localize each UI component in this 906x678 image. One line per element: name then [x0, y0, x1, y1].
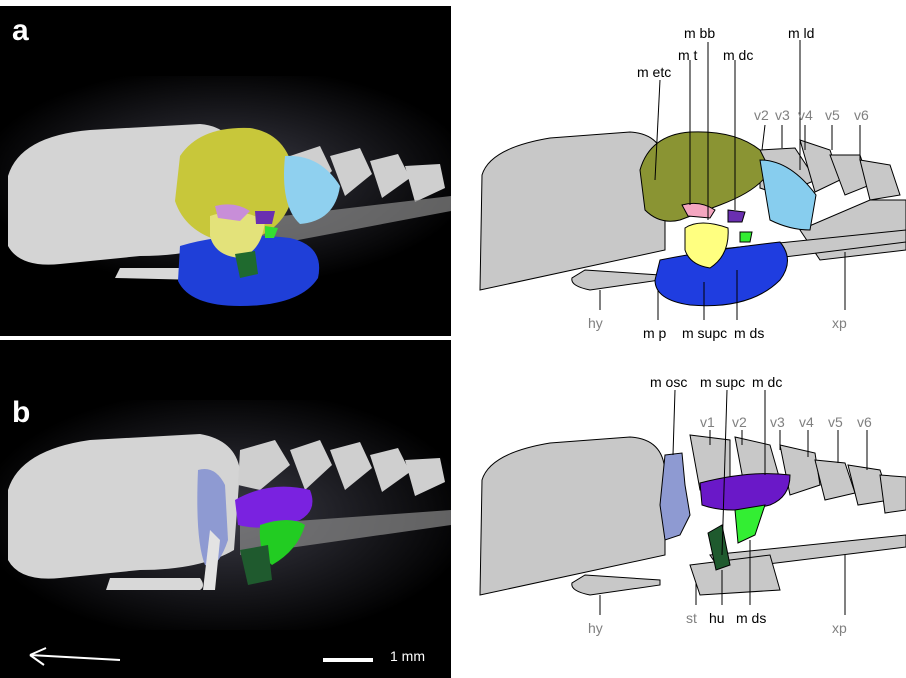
- label-v3-b: v3: [770, 414, 785, 430]
- label-m-supc-b: m supc: [700, 374, 745, 390]
- label-m-dc: m dc: [723, 47, 753, 63]
- label-m-osc: m osc: [650, 374, 687, 390]
- label-m-bb: m bb: [684, 25, 715, 41]
- label-v5-b: v5: [828, 414, 843, 430]
- panel-letter-a: a: [12, 14, 29, 48]
- label-v6-b: v6: [857, 414, 872, 430]
- label-v4-a: v4: [798, 107, 813, 123]
- label-m-p: m p: [643, 325, 667, 341]
- label-hy-b: hy: [588, 620, 603, 636]
- ct-render-panel-b: b 1 mm: [0, 340, 451, 678]
- label-v2-a: v2: [754, 107, 769, 123]
- label-hy-a: hy: [588, 315, 603, 331]
- scale-bar-label: 1 mm: [390, 648, 425, 664]
- label-st: st: [686, 610, 697, 626]
- label-m-t: m t: [678, 47, 698, 63]
- diagram-panel-a: m etc m t m bb m dc m ld v2 v3 v4 v5 v6 …: [460, 20, 906, 350]
- panel-letter-b: b: [12, 396, 30, 430]
- label-xp-b: xp: [832, 620, 847, 636]
- label-m-ds-b: m ds: [736, 610, 766, 626]
- label-v4-b: v4: [799, 414, 814, 430]
- label-v3-a: v3: [775, 107, 790, 123]
- ct-render-a-graphic: [0, 6, 451, 336]
- label-m-dc-b: m dc: [752, 374, 782, 390]
- label-m-ds-a: m ds: [734, 325, 764, 341]
- label-v2-b: v2: [732, 414, 747, 430]
- ct-render-panel-a: a: [0, 6, 451, 336]
- label-m-ld: m ld: [788, 25, 814, 41]
- diagram-b-graphic: m osc m supc m dc v1 v2 v3 v4 v5 v6 hy s…: [460, 365, 906, 665]
- scale-bar: [323, 658, 373, 662]
- left-arrow-icon: [20, 640, 130, 670]
- diagram-panel-b: m osc m supc m dc v1 v2 v3 v4 v5 v6 hy s…: [460, 365, 906, 665]
- label-m-supc-a: m supc: [682, 325, 727, 341]
- diagram-a-graphic: m etc m t m bb m dc m ld v2 v3 v4 v5 v6 …: [460, 20, 906, 350]
- label-v1-b: v1: [700, 414, 715, 430]
- label-m-etc: m etc: [637, 64, 671, 80]
- label-xp-a: xp: [832, 315, 847, 331]
- ct-render-b-graphic: [0, 340, 451, 678]
- label-v6-a: v6: [854, 107, 869, 123]
- label-v5-a: v5: [825, 107, 840, 123]
- label-hu: hu: [709, 610, 725, 626]
